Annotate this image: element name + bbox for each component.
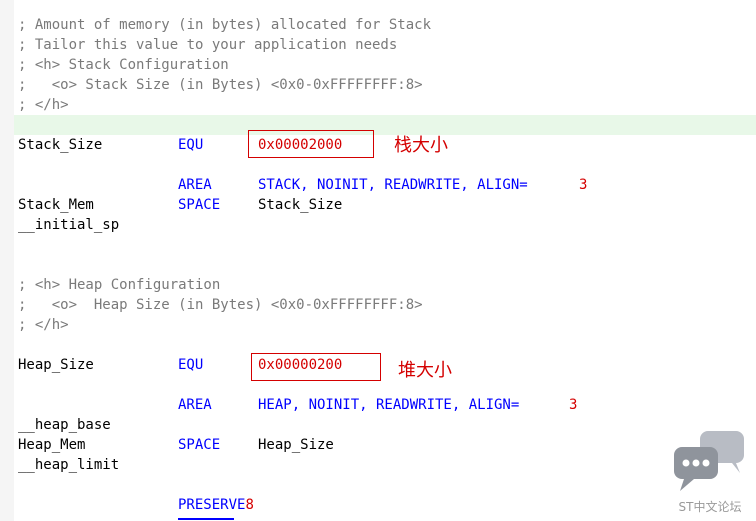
code-line-comment: ; Tailor this value to your application … [14,35,756,55]
label-heap-base: __heap_base [18,417,111,433]
watermark-text: ST中文论坛 [678,500,742,514]
label-stack-size: Stack_Size [18,137,103,153]
comment-text: ; <o> Heap Size (in Bytes) <0x0-0xFFFFFF… [18,297,423,313]
code-line-heap-mem: Heap_Mem SPACE Heap_Size [14,435,756,455]
code-line-stack-size: Stack_Size EQU 0x00002000 [14,135,756,155]
label-stack-mem: Stack_Mem [18,197,94,213]
comment-text: ; <h> Stack Configuration [18,57,229,73]
code-line-partial [14,515,756,521]
code-line-area-stack: AREA STACK, NOINIT, READWRITE, ALIGN= 3 [14,175,756,195]
code-line-comment: ; </h> [14,315,756,335]
forum-watermark: ST中文论坛 [670,429,750,515]
current-line-highlight [14,115,756,135]
code-line-heap-limit: __heap_limit [14,455,756,475]
comment-text: ; <o> Stack Size (in Bytes) <0x0-0xFFFFF… [18,77,423,93]
code-line-preserve8: PRESERVE8 [14,495,756,515]
code-line-stack-mem: Stack_Mem SPACE Stack_Size [14,195,756,215]
directive-space: SPACE [178,437,221,453]
area-stack-args: STACK, NOINIT, READWRITE, ALIGN= [258,177,528,193]
comment-text: ; </h> [18,97,69,113]
directive-area: AREA [178,177,212,193]
directive-space: SPACE [178,197,221,213]
align-value: 3 [579,177,588,193]
code-editor[interactable]: ; Amount of memory (in bytes) allocated … [14,0,756,521]
code-line-comment: ; Amount of memory (in bytes) allocated … [14,15,756,35]
code-line-comment: ; <o> Heap Size (in Bytes) <0x0-0xFFFFFF… [14,295,756,315]
comment-text: ; </h> [18,317,69,333]
comment-text: ; Amount of memory (in bytes) allocated … [18,17,432,33]
label-initial-sp: __initial_sp [18,217,120,233]
code-line-area-heap: AREA HEAP, NOINIT, READWRITE, ALIGN= 3 [14,395,756,415]
partial-line-text [178,515,238,521]
code-line-heap-size: Heap_Size EQU 0x00000200 [14,355,756,375]
directive-preserve8: PRESERVE8 [178,497,254,513]
label-heap-mem: Heap_Mem [18,437,86,453]
label-heap-limit: __heap_limit [18,457,120,473]
directive-equ: EQU [178,137,204,153]
directive-equ: EQU [178,357,204,373]
heap-size-highlight-box [251,353,381,381]
comment-text: ; Tailor this value to your application … [18,37,398,53]
preserve8-digit: 8 [245,497,254,513]
chat-bubble-icon [674,431,744,491]
space-arg: Stack_Size [258,197,343,213]
code-line-comment: ; <o> Stack Size (in Bytes) <0x0-0xFFFFF… [14,75,756,95]
stack-size-highlight-box [248,130,374,158]
heap-size-annotation: 堆大小 [398,360,452,381]
code-line-comment: ; </h> [14,95,756,115]
directive-area: AREA [178,397,212,413]
heap-size-value: 0x00000200 [258,357,343,373]
stack-size-value: 0x00002000 [258,137,343,153]
area-heap-args: HEAP, NOINIT, READWRITE, ALIGN= [258,397,520,413]
stack-size-annotation: 栈大小 [394,135,448,156]
code-line-initial-sp: __initial_sp [14,215,756,235]
comment-text: ; <h> Heap Configuration [18,277,221,293]
code-line-comment: ; <h> Heap Configuration [14,275,756,295]
space-arg: Heap_Size [258,437,334,453]
label-heap-size: Heap_Size [18,357,94,373]
code-line-heap-base: __heap_base [14,415,756,435]
code-line-comment: ; <h> Stack Configuration [14,55,756,75]
align-value: 3 [569,397,578,413]
